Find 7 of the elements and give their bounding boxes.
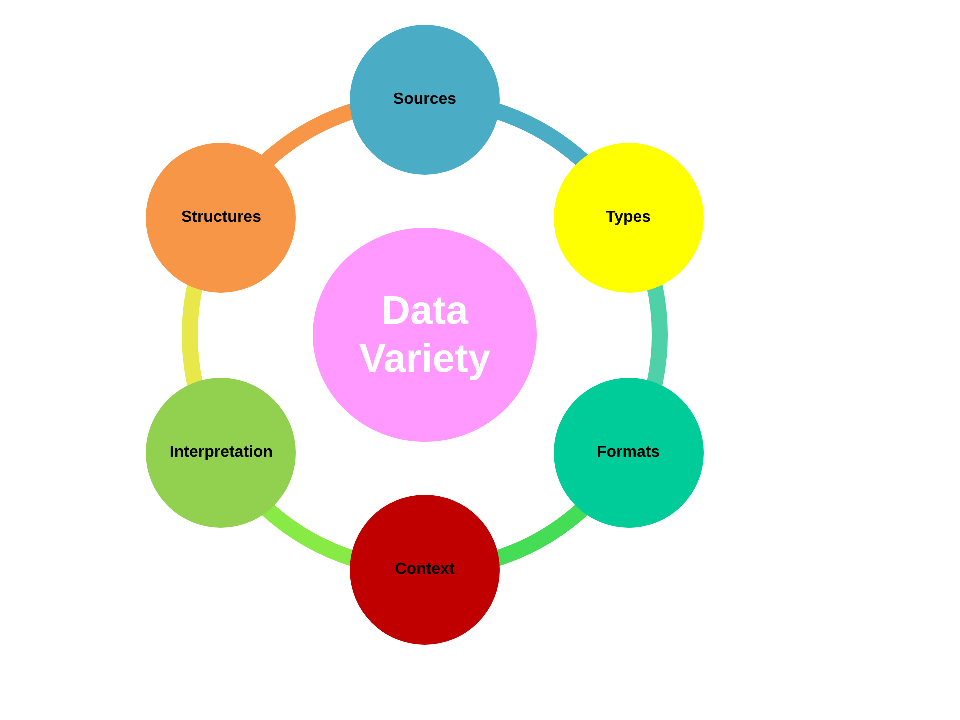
topic-label: Types [606,208,652,228]
topic-label: Interpretation [170,442,274,462]
center-title: Data Variety [358,288,492,383]
topic-label: Context [395,560,455,580]
topic-label: Sources [393,90,457,110]
topic-label: Structures [181,208,262,228]
topic-label: Formats [596,442,660,462]
